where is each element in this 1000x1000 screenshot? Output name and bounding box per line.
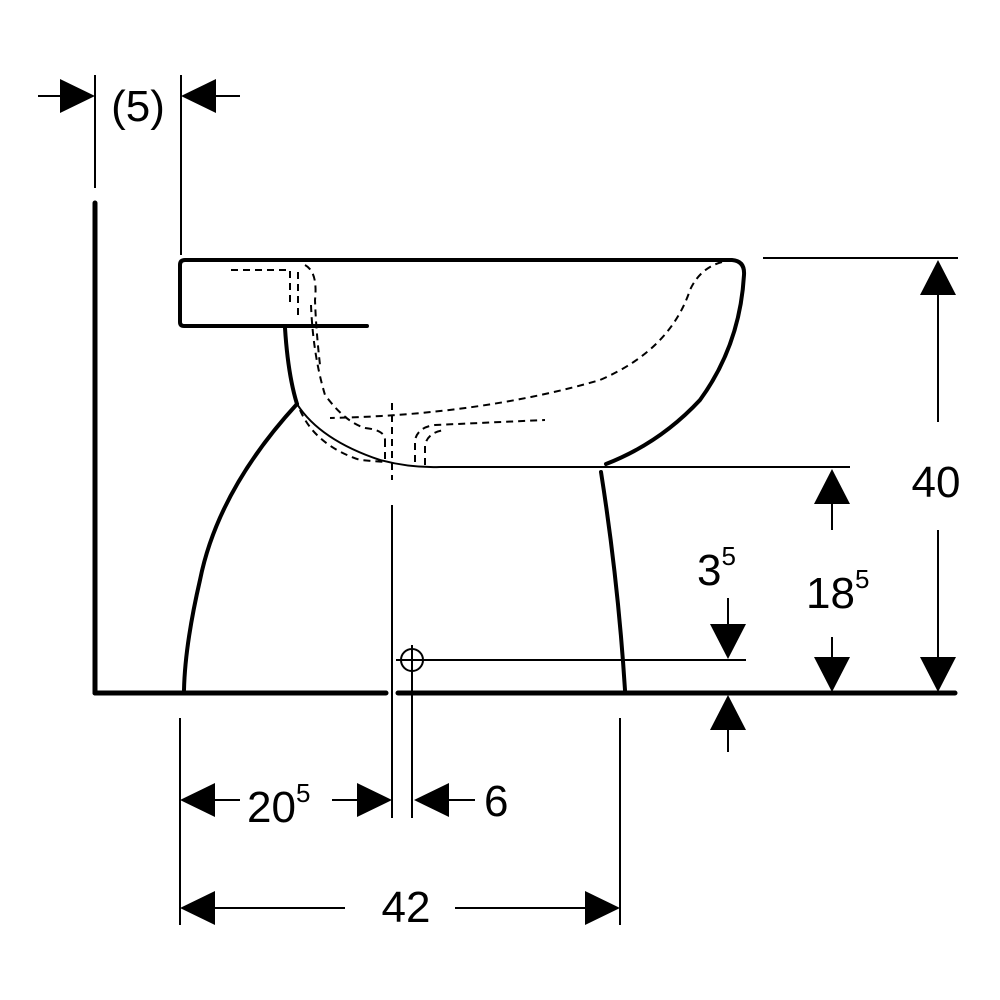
neck-outline — [283, 326, 299, 406]
arrow-right-icon — [585, 891, 620, 925]
dim-outlet-height: 185 — [806, 469, 869, 692]
dim-bolt-height-label: 35 — [697, 541, 736, 595]
arrow-down-icon — [710, 624, 746, 659]
dim-to-outlet: 205 — [180, 778, 392, 832]
fixing-bolt-symbol — [396, 645, 746, 818]
hidden-lines — [231, 261, 723, 465]
dim-bolt-height-sup: 5 — [721, 541, 735, 571]
arrow-right-icon — [357, 783, 392, 817]
toilet-outline — [178, 258, 747, 692]
dim-outlet-height-label: 185 — [806, 564, 869, 618]
trapway-outline — [296, 403, 441, 469]
rim-outline — [178, 258, 747, 466]
dim-to-outlet-label: 205 — [247, 778, 310, 832]
dim-total-depth-label: 42 — [382, 883, 431, 932]
dim-total-depth: 42 — [180, 883, 620, 932]
dim-to-outlet-main: 20 — [247, 783, 296, 832]
arrow-left-icon — [414, 783, 449, 817]
dim-outlet-offset: 6 — [414, 777, 508, 826]
pedestal-front — [182, 402, 299, 692]
arrow-left-icon — [180, 783, 215, 817]
arrow-left-icon — [180, 891, 215, 925]
arrow-down-icon — [920, 657, 956, 692]
dim-outlet-height-sup: 5 — [855, 564, 869, 594]
dim-bolt-height-main: 3 — [697, 546, 721, 595]
dim-wall-gap-label: (5) — [111, 82, 165, 131]
dim-bolt-height: 35 — [697, 541, 746, 752]
pedestal-rear — [599, 470, 627, 692]
arrow-down-icon — [814, 657, 850, 692]
dim-total-height-label: 40 — [912, 458, 961, 507]
arrow-up-icon — [920, 260, 956, 295]
arrow-up-icon — [814, 469, 850, 504]
arrow-left-icon — [181, 79, 216, 113]
arrow-right-icon — [60, 79, 95, 113]
arrow-up-icon — [710, 695, 746, 730]
dim-outlet-height-main: 18 — [806, 569, 855, 618]
dim-to-outlet-sup: 5 — [296, 778, 310, 808]
dim-outlet-offset-label: 6 — [484, 777, 508, 826]
dim-total-height: 40 — [763, 257, 961, 692]
dim-wall-gap: (5) — [38, 75, 240, 255]
